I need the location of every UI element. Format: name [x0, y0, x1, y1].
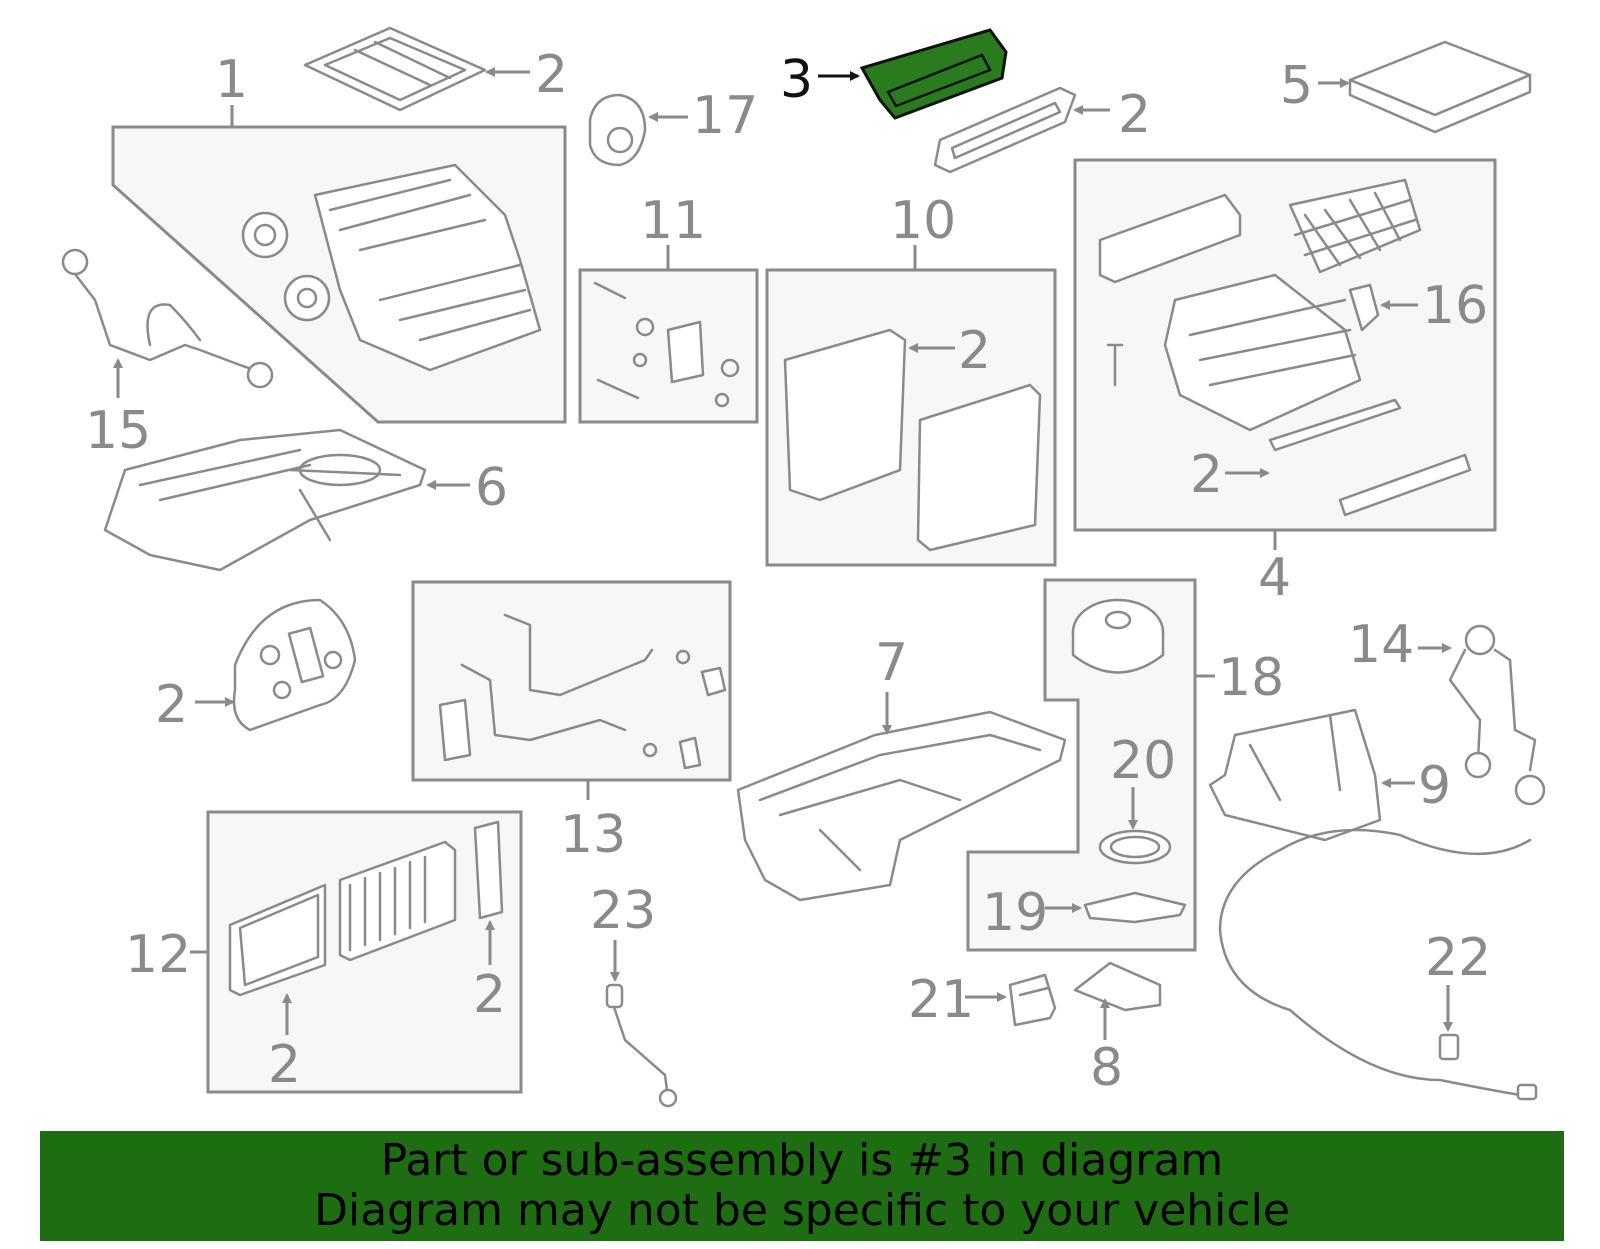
callout-2-blower-case[interactable]: 2 — [1190, 445, 1223, 505]
banner-line-2: Diagram may not be specific to your vehi… — [314, 1185, 1290, 1236]
callout-2-left-seal[interactable]: 2 — [155, 675, 188, 735]
callout-16[interactable]: 16 — [1422, 276, 1488, 336]
callout-20[interactable]: 20 — [1110, 731, 1176, 791]
callout-7[interactable]: 7 — [875, 633, 908, 693]
callout-19[interactable]: 19 — [982, 883, 1048, 943]
callout-15[interactable]: 15 — [85, 401, 151, 461]
callout-5[interactable]: 5 — [1280, 56, 1313, 116]
part-15-harness: 15 — [61, 248, 274, 461]
part-17-sensor: 17 — [588, 86, 758, 167]
callout-2-top[interactable]: 2 — [535, 45, 568, 105]
assembly-1-group: 1 — [111, 50, 567, 424]
callout-21[interactable]: 21 — [908, 970, 974, 1030]
part-7-housing: 7 — [736, 633, 1067, 902]
part-6-lower-case: 6 — [103, 428, 508, 572]
callout-8[interactable]: 8 — [1090, 1038, 1123, 1098]
hvac-case — [313, 163, 542, 372]
evaporator-10-group: 10 2 — [765, 191, 1057, 567]
part-14-harness: 14 — [1348, 615, 1546, 806]
hose-kit-13-group: 13 — [411, 580, 732, 865]
damper-gear — [283, 274, 331, 322]
part-2-gasket-right: 2 — [933, 85, 1151, 174]
part-8-actuator: 8 — [1073, 961, 1162, 1098]
part-9-duct: 9 — [1208, 708, 1451, 842]
callout-1[interactable]: 1 — [215, 50, 248, 110]
kit-11-group: 11 — [578, 191, 759, 424]
evaporator-core — [916, 383, 1042, 552]
blower-18-group: 18 20 19 — [966, 578, 1284, 952]
callout-4[interactable]: 4 — [1258, 548, 1291, 608]
callout-2-evap[interactable]: 2 — [958, 321, 991, 381]
callout-2-bottom-right[interactable]: 2 — [473, 965, 506, 1025]
part-22-harness: 22 — [1218, 828, 1538, 1101]
heater-core-12-group: 12 2 2 — [125, 810, 523, 1095]
callout-14[interactable]: 14 — [1348, 615, 1414, 675]
callout-17[interactable]: 17 — [692, 86, 758, 146]
part-2-seal-left: 2 — [155, 598, 357, 735]
callout-13[interactable]: 13 — [560, 805, 626, 865]
callout-2-bottom-left[interactable]: 2 — [268, 1035, 301, 1095]
banner-line-1: Part or sub-assembly is #3 in diagram — [380, 1135, 1224, 1186]
part-23-sensor: 23 — [590, 881, 678, 1108]
part-2-filter-top: 2 — [303, 26, 568, 112]
callout-23[interactable]: 23 — [590, 881, 656, 941]
part-5-cabin-filter: 5 — [1280, 40, 1532, 134]
info-banner: Part or sub-assembly is #3 in diagram Di… — [40, 1131, 1564, 1241]
callout-9[interactable]: 9 — [1418, 756, 1451, 816]
callout-6[interactable]: 6 — [475, 458, 508, 518]
part-21-resistor: 21 — [908, 970, 1057, 1030]
callout-10[interactable]: 10 — [890, 191, 956, 251]
callout-3[interactable]: 3 — [780, 50, 813, 110]
blower-case-4-group: 4 16 2 — [1073, 158, 1497, 608]
callout-22[interactable]: 22 — [1425, 928, 1491, 988]
callout-18[interactable]: 18 — [1218, 648, 1284, 708]
callout-12[interactable]: 12 — [125, 925, 191, 985]
motor-gear — [241, 211, 289, 259]
part-3-highlighted-seal[interactable]: 3 — [780, 28, 1008, 120]
parts-diagram: 1 2 3 17 2 5 — [61, 26, 1546, 1108]
evaporator-seal — [783, 328, 907, 502]
callout-11[interactable]: 11 — [640, 191, 706, 251]
callout-2-upper-right[interactable]: 2 — [1118, 85, 1151, 145]
